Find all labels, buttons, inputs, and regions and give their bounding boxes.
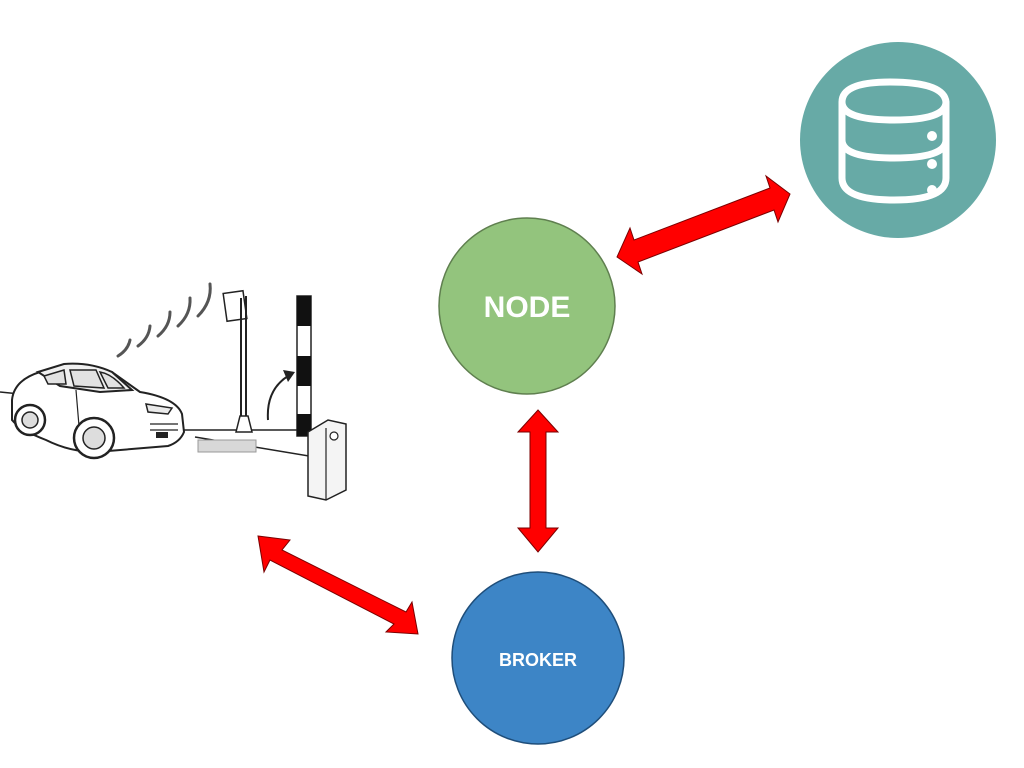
database-icon	[838, 78, 950, 204]
barrier-base	[307, 419, 347, 501]
node-label: NODE	[484, 291, 571, 324]
barrier-arm	[296, 295, 312, 437]
wireless-signal-icon	[116, 282, 212, 358]
connection-broker-parking	[257, 535, 419, 635]
connection-node-database	[616, 174, 791, 276]
connection-node-broker	[516, 409, 560, 553]
node-node: NODE	[438, 217, 616, 395]
database-status-dots	[927, 131, 937, 195]
lift-arrow-icon	[266, 370, 295, 421]
database-node	[800, 42, 996, 238]
car-icon	[11, 362, 186, 460]
broker-node: BROKER	[451, 571, 625, 745]
parking-illustration	[0, 282, 347, 501]
rfid-reader-icon	[197, 289, 257, 453]
database-circle	[800, 42, 996, 238]
node-circle	[438, 217, 616, 395]
broker-label: BROKER	[499, 650, 577, 670]
broker-circle	[451, 571, 625, 745]
